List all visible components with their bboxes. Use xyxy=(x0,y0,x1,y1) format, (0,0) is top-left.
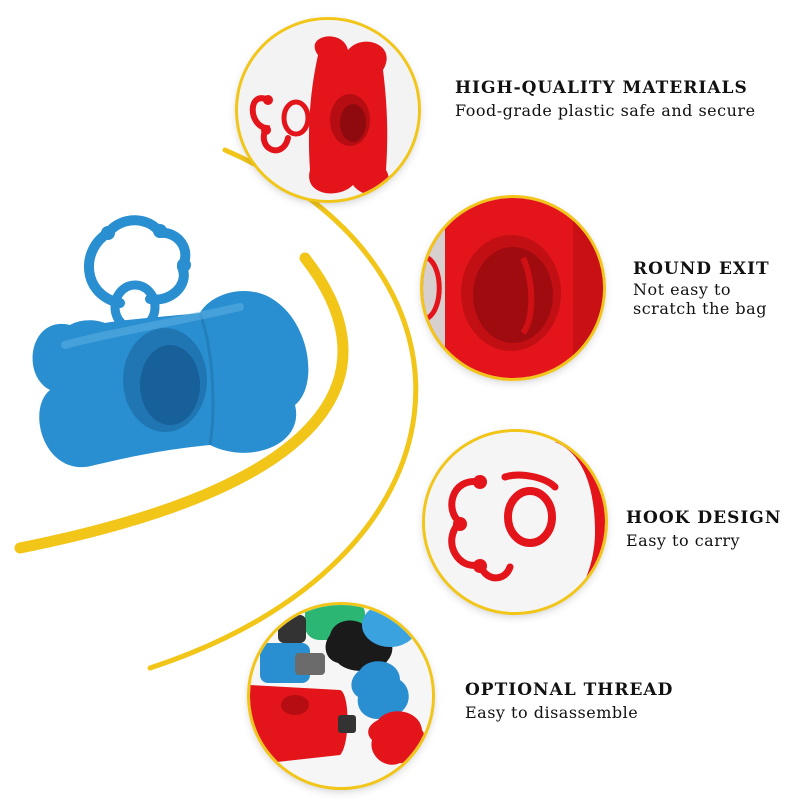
feature-image-hook xyxy=(425,432,605,612)
inner-yellow-arc xyxy=(14,252,349,554)
feature-title: HOOK DESIGN xyxy=(626,508,782,528)
feature-description: Easy to disassemble xyxy=(465,703,639,722)
feature-description: Easy to carry xyxy=(626,531,741,550)
hook-ring-closeup-icon xyxy=(425,432,605,612)
feature-hook-design: HOOK DESIGN Easy to carry xyxy=(626,507,781,550)
feature-optional-thread: OPTIONAL THREAD Easy to disassemble xyxy=(465,679,673,722)
feature-description: Food-grade plastic safe and secure xyxy=(455,101,756,120)
feature-round-exit: ROUND EXIT Not easy to scratch the bag xyxy=(633,258,770,318)
feature-title: HIGH-QUALITY MATERIALS xyxy=(455,78,748,98)
feature-materials: HIGH-QUALITY MATERIALS Food-grade plasti… xyxy=(455,77,756,120)
blue-bone-dispenser-icon xyxy=(32,215,309,468)
multicolor-dispensers-icon xyxy=(250,605,432,787)
feature-image-optional-thread xyxy=(250,605,432,787)
outer-yellow-arc xyxy=(147,147,419,671)
feature-description: Not easy to scratch the bag xyxy=(633,280,767,318)
feature-image-round-exit xyxy=(423,198,603,378)
feature-image-materials xyxy=(238,20,418,200)
round-exit-closeup-icon xyxy=(423,198,603,378)
feature-title: OPTIONAL THREAD xyxy=(465,680,674,700)
feature-title: ROUND EXIT xyxy=(633,259,770,279)
red-bone-dispenser-icon xyxy=(238,20,418,200)
